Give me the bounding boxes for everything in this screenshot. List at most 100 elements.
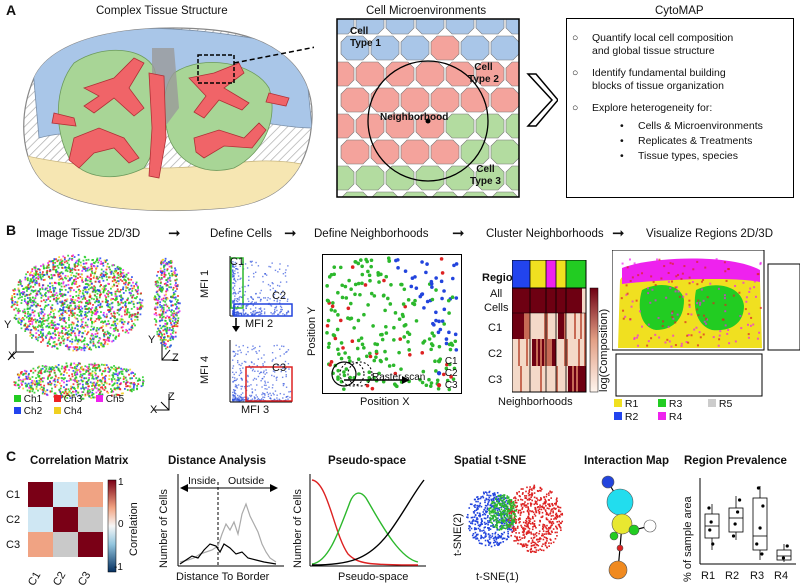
prev-y-label: % of sample area [682, 496, 694, 582]
neighborhood-label: Neighborhood [380, 112, 448, 123]
axis-mfi4: MFI 4 [199, 356, 211, 384]
row-label-c2: C2 [488, 348, 502, 360]
legend-label: Ch2 [24, 406, 42, 417]
region-maps [612, 250, 800, 398]
cell [491, 88, 519, 112]
tissue-structure-illustration [14, 18, 314, 213]
legend-swatch [658, 412, 666, 420]
cluster-heatmap [512, 260, 602, 396]
pseudo-space-plot [308, 474, 428, 569]
node [644, 520, 656, 532]
pseudo-x-label: Pseudo-space [338, 571, 408, 583]
tsne-plot [462, 478, 566, 566]
tissue-structure-title: Complex Tissue Structure [96, 5, 228, 17]
arrow-right-icon: ➞ [168, 224, 181, 242]
neigh-x-label: Position X [360, 396, 410, 408]
chevron-right-icon [524, 70, 558, 130]
cell [341, 140, 369, 164]
node [607, 489, 633, 515]
cell [446, 114, 474, 138]
dist-x-label: Distance To Border [176, 571, 269, 583]
corr-tick-1: 1 [118, 477, 124, 488]
gate-c3-label: C3 [272, 362, 286, 374]
step-define-cells: Define Cells [210, 228, 272, 240]
axis-mfi2: MFI 2 [245, 318, 273, 330]
cbar-label: log(Composition) [598, 309, 610, 392]
cell [506, 166, 520, 190]
prev-cat-r2: R2 [725, 570, 739, 582]
cell [506, 18, 520, 34]
cytomap-title: CytoMAP [655, 5, 704, 17]
cell [341, 88, 369, 112]
cell [431, 36, 459, 60]
interaction-map [588, 472, 668, 584]
legend-swatch [614, 399, 622, 407]
cell [336, 62, 354, 86]
legend-swatch [708, 399, 716, 407]
legend-swatch [54, 395, 61, 402]
cell [356, 62, 384, 86]
cell [401, 140, 429, 164]
cell [356, 166, 384, 190]
micro-title: Cell Microenvironments [366, 5, 486, 17]
panel-a-letter: A [6, 2, 16, 18]
cell [416, 18, 444, 34]
gating-plots [206, 252, 300, 422]
corr-row-c3: C3 [6, 539, 20, 551]
neigh-y-label: Position Y [306, 307, 318, 356]
panel-b-letter: B [6, 222, 16, 238]
cell [401, 88, 429, 112]
legend-label: Ch5 [106, 394, 124, 405]
cell [461, 36, 489, 60]
node [602, 476, 614, 488]
cell [416, 166, 444, 190]
dist-title: Distance Analysis [168, 455, 266, 467]
step-cluster-neighborhoods: Cluster Neighborhoods [486, 228, 604, 240]
dist-y-label: Number of Cells [158, 489, 170, 568]
cell [491, 140, 519, 164]
corr-row-c1: C1 [6, 489, 20, 501]
legend-label: Ch3 [64, 394, 82, 405]
arrow-right-icon: ➞ [284, 224, 297, 242]
legend-swatch [14, 407, 21, 414]
distance-plot [176, 474, 286, 569]
panel-c-letter: C [6, 448, 16, 464]
step-define-neighborhoods: Define Neighborhoods [314, 228, 428, 240]
legend-swatch [96, 395, 103, 402]
axis-mfi3: MFI 3 [241, 404, 269, 416]
cell [506, 62, 520, 86]
cell [336, 166, 354, 190]
node [629, 525, 639, 535]
legend-swatch [658, 399, 666, 407]
region-prevalence-plot [698, 478, 798, 568]
row-label-c3: C3 [488, 374, 502, 386]
cell [431, 88, 459, 112]
cell [476, 114, 504, 138]
gate-c1-label: C1 [230, 256, 244, 268]
inside-label: Inside [188, 475, 216, 487]
step-visualize-regions: Visualize Regions 2D/3D [646, 228, 773, 240]
prev-title: Region Prevalence [684, 455, 787, 467]
raster-scan-label: Raster scan [372, 372, 425, 383]
cell [491, 36, 519, 60]
tsne-title: Spatial t-SNE [454, 455, 526, 467]
gate-c2-label: C2 [272, 290, 286, 302]
arrow-right-icon: ➞ [452, 224, 465, 242]
corr-cbar-label: Correlation [128, 502, 140, 556]
cell [336, 114, 354, 138]
row-label-all: All [490, 288, 502, 300]
corr-title: Correlation Matrix [30, 455, 128, 467]
step-image-tissue: Image Tissue 2D/3D [36, 228, 140, 240]
legend-label: Ch1 [24, 394, 42, 405]
cell [371, 140, 399, 164]
axis-mfi1: MFI 1 [199, 270, 211, 298]
outside-label: Outside [228, 475, 264, 487]
legend-swatch [614, 412, 622, 420]
tsne-x-label: t-SNE(1) [476, 571, 519, 583]
prev-cat-r3: R3 [750, 570, 764, 582]
row-label-cells: Cells [484, 302, 508, 314]
pseudo-y-label: Number of Cells [292, 489, 304, 568]
cell [401, 36, 429, 60]
